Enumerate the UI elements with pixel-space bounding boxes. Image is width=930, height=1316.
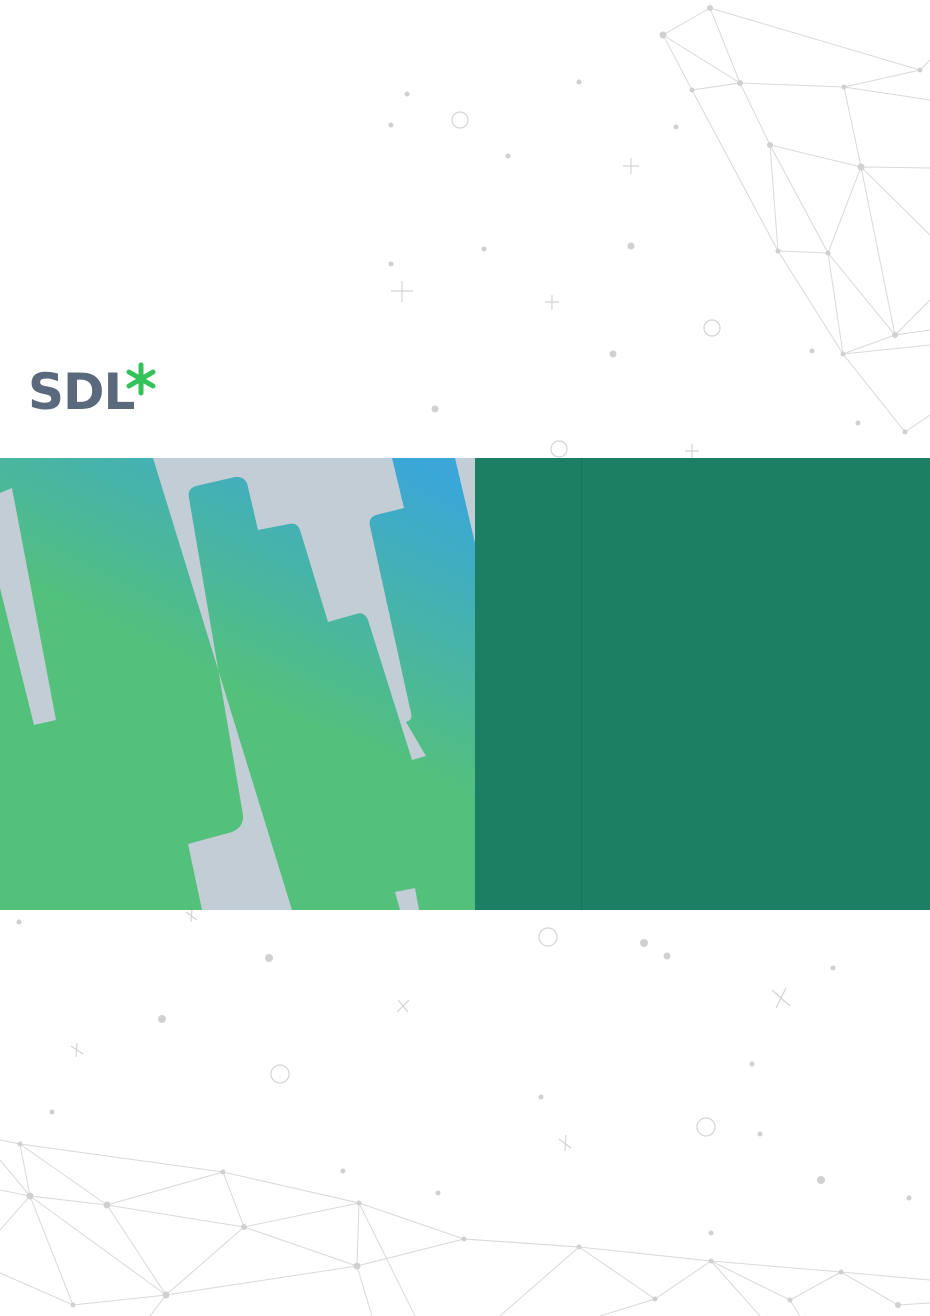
bottom-network-dots [17, 1141, 901, 1308]
bottom-network [0, 1139, 930, 1316]
sdl-logo: SDL [28, 362, 168, 422]
plus-marks [70, 158, 791, 1152]
hero-band [0, 458, 930, 910]
logo-asterisk-icon [126, 362, 156, 396]
green-panel [475, 458, 930, 910]
scattered-dots [16, 79, 912, 1236]
hero-artwork [0, 458, 475, 910]
logo-wordmark: SDL [28, 363, 135, 421]
circle-marks [270, 111, 721, 1137]
hero-gray-shapes [0, 458, 475, 910]
top-right-network [662, 7, 930, 433]
panel-divider [581, 458, 582, 910]
top-right-network-dots [659, 5, 923, 435]
